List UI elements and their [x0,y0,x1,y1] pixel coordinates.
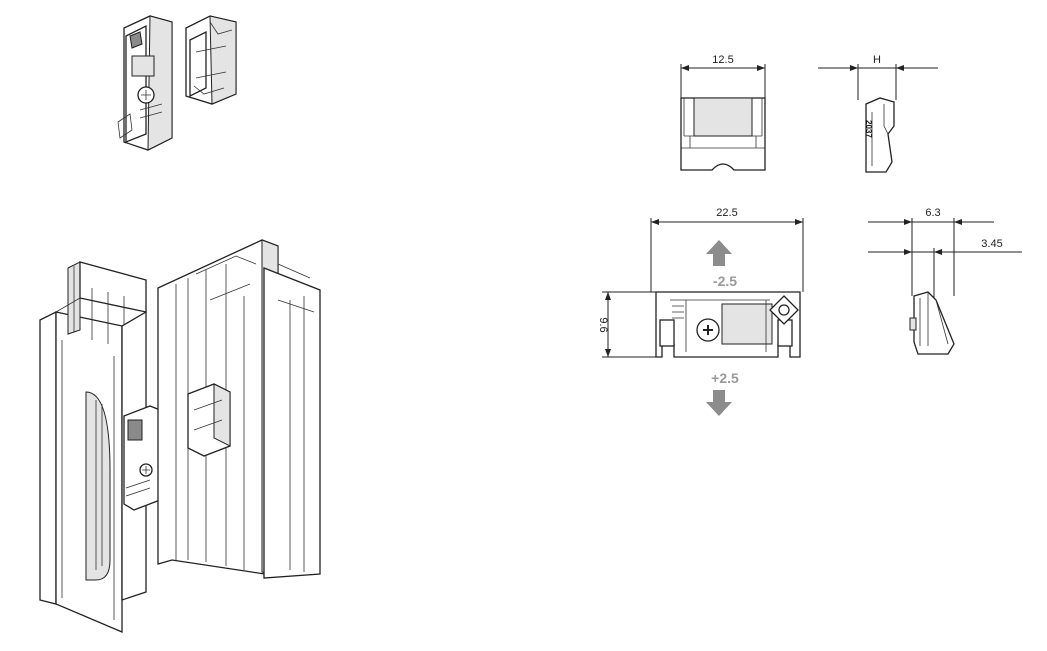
dim-back-height: 9.6 [597,317,609,332]
dim-side-height: H [873,54,881,66]
adjust-down-label: +2.5 [711,370,739,386]
part-marking: 2037 [864,120,873,138]
iso-bracket-pair [117,15,237,151]
adjust-up-arrow [706,240,732,266]
iso-profile-right [157,239,321,579]
dim-profile-offset: 3.45 [981,238,1002,250]
iso-bracket-right [185,15,237,105]
adjust-down-arrow [706,390,732,416]
iso-profile-left [39,261,147,633]
adjust-up-label: -2.5 [713,273,737,289]
iso-profile-assembly [39,239,321,633]
profile-view: 6.3 3.45 [868,207,1022,355]
dim-profile-depth: 6.3 [925,207,940,219]
iso-clip-mounted [123,405,161,511]
front-view: 12.5 [680,54,766,171]
dim-back-width: 22.5 [716,207,737,219]
iso-bracket-left [117,15,173,151]
dim-front-width: 12.5 [712,54,733,66]
back-view: 22.5 9.6 -2.5 +2.5 [597,207,804,416]
side-view: H 2037 [818,54,938,173]
